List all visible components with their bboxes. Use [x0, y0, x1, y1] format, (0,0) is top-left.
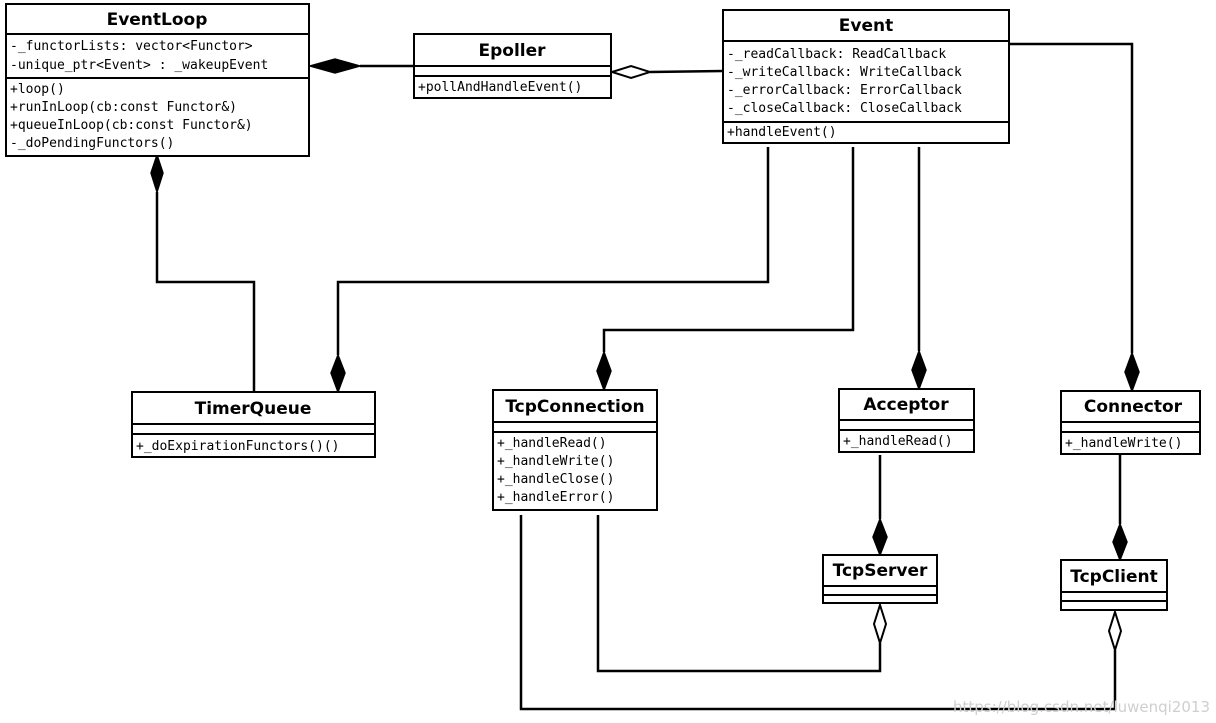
class-operation: +_handleClose() [497, 472, 614, 487]
relation-event-timerqueue [336, 147, 770, 355]
class-name: Event [839, 16, 893, 36]
class-attribute: -unique_ptr<Event> : _wakeupEvent [10, 58, 268, 73]
composition-diamond-eventloop-bottom [150, 152, 164, 195]
class-tcpclient: TcpClient [1060, 559, 1168, 611]
class-connector: Connector +_handleWrite() [1060, 390, 1201, 455]
relation-timerqueue-eventloop [155, 192, 256, 391]
class-attribute: -_readCallback: ReadCallback [727, 47, 946, 62]
class-operation: +_handleWrite() [1065, 436, 1182, 451]
relation-event-connector [1009, 42, 1134, 353]
class-operation: +runInLoop(cb:const Functor&) [10, 100, 237, 115]
composition-diamond-eventloop-right [307, 58, 363, 74]
aggregation-diamond-epoller [608, 64, 654, 80]
class-operation: +_handleRead() [497, 436, 607, 451]
composition-diamond-timerqueue [330, 352, 346, 395]
class-attribute: -_errorCallback: ErrorCallback [727, 83, 962, 98]
relation-tcpconnection-tcpclient [519, 515, 1117, 711]
composition-diamond-tcpclient [1112, 521, 1128, 563]
class-operation: +_doExpirationFunctors()() [136, 439, 340, 454]
relations [150, 42, 1140, 711]
class-operation: +_handleRead() [843, 434, 953, 449]
class-name: EventLoop [107, 10, 208, 30]
class-operation: +pollAndHandleEvent() [418, 80, 582, 95]
aggregation-diamond-tcpclient [1107, 608, 1123, 654]
class-operation: -_doPendingFunctors() [10, 136, 174, 151]
relation-event-tcpconnection [602, 147, 855, 352]
class-tcpserver: TcpServer [822, 554, 938, 604]
class-attribute: -_closeCallback: CloseCallback [727, 101, 962, 116]
class-operation: +handleEvent() [727, 125, 837, 140]
relation-tcpconnection-tcpserver [596, 515, 882, 673]
class-name: Epoller [478, 41, 546, 61]
class-name: TimerQueue [195, 399, 312, 419]
class-operation: +_handleWrite() [497, 454, 614, 469]
class-operation: +_handleError() [497, 490, 614, 505]
class-attribute: -_writeCallback: WriteCallback [727, 65, 962, 80]
composition-diamond-tcpserver [872, 516, 888, 558]
relation-event-epoller [649, 69, 724, 74]
class-operation: +queueInLoop(cb:const Functor&) [10, 118, 253, 133]
class-event: Event -_readCallback: ReadCallback -_wri… [722, 9, 1010, 144]
watermark: https://blog.csdn.net/luwenqi2013 [953, 698, 1210, 716]
class-eventloop: EventLoop -_functorLists: vector<Functor… [5, 3, 310, 157]
composition-diamond-acceptor [911, 348, 927, 392]
class-name: TcpServer [833, 561, 928, 581]
class-acceptor: Acceptor +_handleRead() [838, 388, 975, 453]
composition-diamond-tcpconnection [596, 349, 612, 393]
class-operation: +loop() [10, 82, 65, 97]
class-name: Acceptor [863, 395, 949, 415]
class-name: TcpClient [1070, 567, 1157, 587]
class-attribute: -_functorLists: vector<Functor> [10, 39, 253, 54]
class-tcpconnection: TcpConnection +_handleRead() +_handleWri… [492, 389, 658, 511]
composition-diamond-connector [1124, 350, 1140, 394]
aggregation-diamond-tcpserver [872, 601, 888, 647]
class-name: TcpConnection [505, 397, 644, 417]
class-epoller: Epoller +pollAndHandleEvent() [413, 33, 612, 99]
class-name: Connector [1084, 397, 1183, 417]
class-timerqueue: TimerQueue +_doExpirationFunctors()() [131, 391, 376, 458]
